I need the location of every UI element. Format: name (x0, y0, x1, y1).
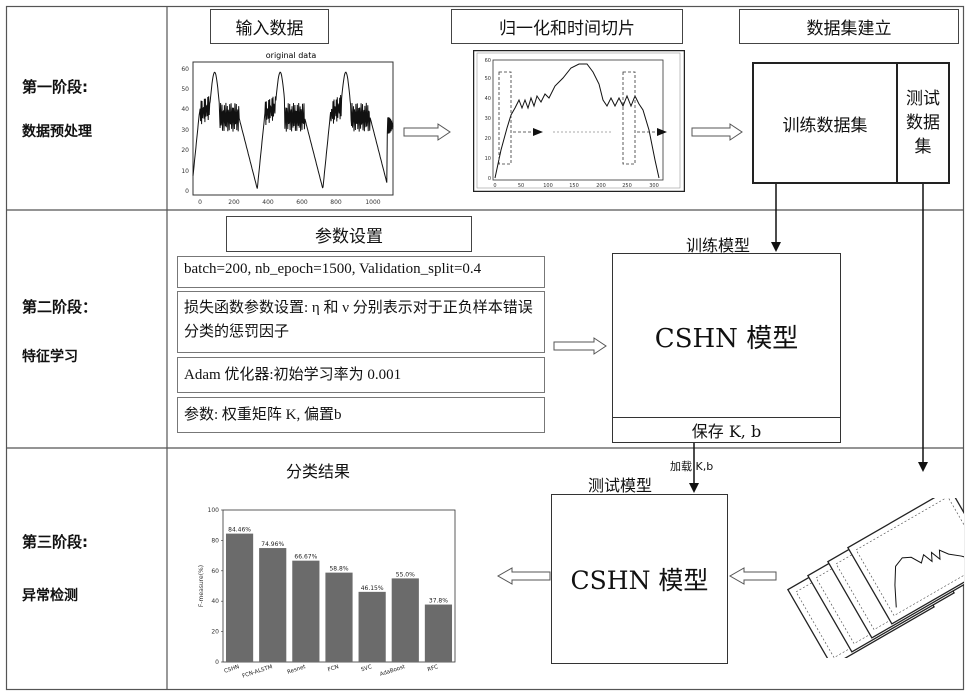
flow-arrows (0, 0, 970, 694)
